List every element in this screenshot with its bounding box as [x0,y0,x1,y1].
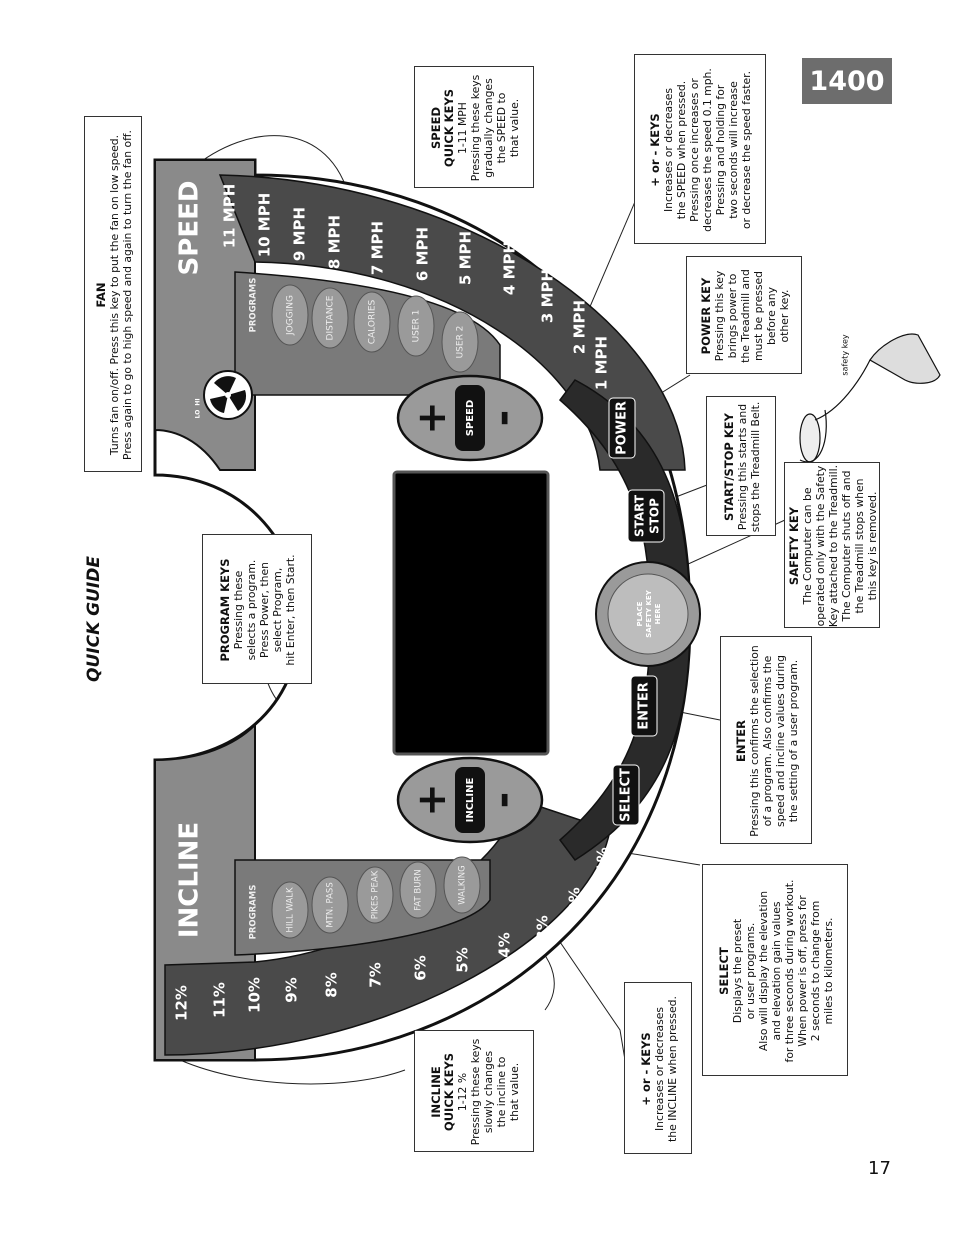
incline-quick-key-6pct[interactable]: 6% [412,955,430,980]
fan-lo-label: LO [195,410,202,419]
incline-minus-symbol[interactable]: - [480,792,526,809]
speed-program-key-2[interactable] [311,287,349,349]
callout-incline-quick-keys: INCLINE QUICK KEYS 1-12 % Pressing these… [414,1030,534,1152]
incline-program-label-5[interactable]: WALKING [458,865,468,905]
fan-hi-label: HI [195,398,202,405]
safety-key-illustration [799,333,941,463]
incline-quick-key-4pct[interactable]: 4% [496,932,514,957]
speed-quick-key-5[interactable]: 5 MPH [457,231,475,285]
incline-quick-key-3pct[interactable]: 3% [534,915,552,940]
power-button-frame[interactable] [608,397,636,459]
speed-quick-key-10[interactable]: 10 MPH [256,193,274,258]
incline-program-label-4[interactable]: FAT BURN [414,869,424,910]
speed-program-key-4[interactable] [397,295,435,357]
speed-program-label-4[interactable]: USER 1 [412,310,422,343]
incline-quick-key-2pct[interactable]: 2% [566,887,584,912]
safety-key-caption: safety key [841,334,850,375]
speed-quick-key-7[interactable]: 7 MPH [369,221,387,275]
power-button[interactable]: POWER [615,401,630,455]
incline-quick-key-7pct[interactable]: 7% [367,962,385,987]
enter-button[interactable]: ENTER [637,682,652,730]
speed-quick-key-3[interactable]: 3 MPH [539,269,557,323]
incline-plus-symbol[interactable]: + [409,783,455,817]
incline-program-key-5[interactable] [443,856,481,914]
speed-quick-key-11[interactable]: 11 MPH [221,184,239,249]
incline-quick-key-1pct[interactable]: 1% [594,847,612,872]
callout-incline-plus-minus-keys: + or - KEYS Increases or decreases the I… [624,982,692,1154]
stop-button-label[interactable]: STOP [648,498,662,534]
callout-program-keys: PROGRAM KEYS Pressing these selects a pr… [202,534,312,684]
safety-key-slot[interactable] [595,561,701,667]
incline-quick-key-11pct[interactable]: 11% [211,982,229,1018]
speed-quick-key-4[interactable]: 4 MPH [501,241,519,295]
safety-slot-line-3: HERE [654,603,662,624]
enter-button-frame[interactable] [630,675,658,737]
speed-programs-label: PROGRAMS [249,278,259,333]
incline-program-key-4[interactable] [399,861,437,919]
incline-quick-key-5pct[interactable]: 5% [454,947,472,972]
incline-program-label-3[interactable]: PIKES PEAK [371,870,381,919]
start-stop-button-frame[interactable] [627,489,665,543]
incline-key-label: INCLINE [465,777,476,822]
safety-slot-line-1: PLACE [636,601,644,626]
incline-quick-key-9pct[interactable]: 9% [283,977,301,1002]
incline-program-key-3[interactable] [356,866,394,924]
select-button[interactable]: SELECT [619,768,634,822]
incline-programs-label: PROGRAMS [249,885,259,940]
incline-program-key-1[interactable] [271,881,309,939]
speed-banner-label: SPEED [175,181,205,276]
speed-keys-band [218,174,686,471]
fan-icon[interactable] [203,370,253,420]
start-button-label[interactable]: START [633,494,647,537]
speed-program-key-3[interactable] [353,291,391,353]
speed-plus-symbol[interactable]: + [409,401,455,435]
select-button-frame[interactable] [612,764,640,826]
speed-quick-key-9[interactable]: 9 MPH [291,207,309,261]
incline-quick-key-12pct[interactable]: 12% [173,985,191,1021]
incline-program-key-2[interactable] [311,876,349,934]
speed-program-label-5[interactable]: USER 2 [456,326,466,359]
display-window [392,470,550,756]
callout-select: SELECT Displays the preset or user progr… [702,864,848,1076]
incline-quick-key-10pct[interactable]: 10% [246,977,264,1013]
speed-minus-symbol[interactable]: - [480,410,526,427]
speed-quick-key-6[interactable]: 6 MPH [414,227,432,281]
page-number: 17 [868,1158,891,1179]
incline-program-label-1[interactable]: HILL WALK [286,887,296,933]
speed-program-label-3[interactable]: CALORIES [368,299,378,344]
callout-speed-plus-minus-keys: + or - KEYS Increases or decreases the S… [634,54,766,244]
callout-speed-quick-keys: SPEED QUICK KEYS 1-11 MPH Pressing these… [414,66,534,188]
speed-plus-minus-key[interactable] [396,374,544,462]
speed-quick-key-2[interactable]: 2 MPH [571,300,589,354]
incline-banner-label: INCLINE [175,822,205,938]
callout-safety-key: SAFETY KEY The Computer can be operated … [784,462,880,628]
model-badge: 1400 [802,58,892,104]
speed-program-key-5[interactable] [441,311,479,373]
speed-key-label: SPEED [465,400,476,437]
safety-slot-line-2: SAFETY KEY [645,589,653,638]
incline-quick-key-8pct[interactable]: 8% [323,972,341,997]
speed-program-label-2[interactable]: DISTANCE [326,295,336,340]
callout-enter: ENTER Pressing this confirms the selecti… [720,636,812,844]
incline-plus-minus-key[interactable] [396,756,544,844]
callout-power-key: POWER KEY Pressing this key brings power… [686,256,802,374]
speed-quick-key-1[interactable]: 1 MPH [593,336,611,390]
incline-program-label-2[interactable]: MTN. PASS [326,882,336,927]
speed-program-key-1[interactable] [271,284,309,346]
speed-program-label-1[interactable]: JOGGING [286,295,296,336]
speed-quick-key-8[interactable]: 8 MPH [326,215,344,269]
callout-fan: FAN Turns fan on/off. Press this key to … [84,116,142,472]
callout-start-stop-key: START/STOP KEY Pressing this starts and … [706,396,776,536]
